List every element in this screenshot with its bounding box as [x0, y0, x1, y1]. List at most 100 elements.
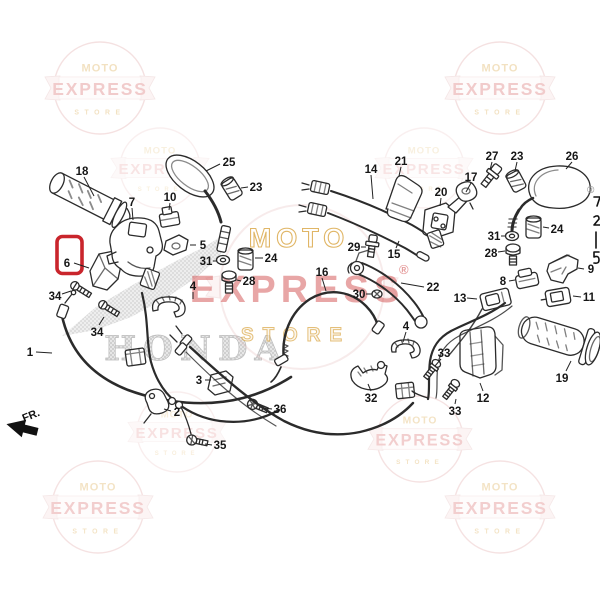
watermark-store-text: STORE [241, 325, 351, 346]
leader-line-6 [73, 262, 90, 269]
part-label-13: 13 [454, 293, 467, 305]
leader-line-33 [454, 398, 457, 405]
wire-15-drawing [298, 201, 430, 262]
clamp-4-right-drawing [390, 338, 421, 359]
leader-line-17 [465, 182, 472, 193]
stamp-moto-text: MOTO [403, 416, 438, 427]
stamp-store-text: STORE [72, 529, 123, 536]
stamp-express-text: EXPRESS [383, 161, 466, 178]
part-label-20: 20 [435, 187, 448, 199]
screw-33b-drawing [442, 378, 461, 401]
part-label-8: 8 [500, 276, 507, 288]
leader-line-34 [98, 316, 105, 326]
part-label-32: 32 [365, 393, 378, 405]
part-label-34: 34 [49, 291, 62, 303]
leader-line-24 [542, 226, 550, 229]
part-label-18: 18 [76, 166, 89, 178]
leader-line-25 [205, 163, 221, 172]
part-label-21: 21 [395, 156, 408, 168]
leader-line-14 [370, 174, 374, 200]
part-label-6: 6 [64, 258, 70, 270]
leader-line-26 [565, 161, 573, 170]
clamp-2-drawing [143, 388, 170, 424]
stamp-store-text: STORE [74, 110, 125, 117]
part-label-3: 3 [196, 375, 202, 387]
part-label-12: 12 [477, 393, 490, 405]
boot-21-drawing [385, 174, 423, 223]
leader-line-35 [204, 443, 213, 446]
leader-line-21 [398, 166, 402, 177]
part-label-36: 36 [274, 404, 287, 416]
stamp-express-text: EXPRESS [452, 79, 547, 99]
part-label-10: 10 [164, 192, 177, 204]
stamp-store-text: STORE [396, 459, 444, 466]
registered-mark-icon: ® [399, 262, 409, 277]
stamp-store-text: STORE [155, 451, 200, 457]
lever-22-drawing [347, 249, 428, 329]
screw-34b-drawing [98, 299, 121, 318]
part-label-2: 2 [174, 407, 180, 419]
part-label-29: 29 [348, 242, 361, 254]
leader-line-33 [434, 358, 442, 367]
part-label-31: 31 [488, 231, 501, 243]
watermark-stamp: MOTO EXPRESS STORE [444, 460, 556, 554]
fr-arrow-icon [6, 419, 39, 438]
leader-line-8 [508, 279, 516, 282]
part-label-28: 28 [243, 276, 256, 288]
part-label-25: 25 [223, 157, 236, 169]
part-label-22: 22 [427, 282, 440, 294]
stamp-express-text: EXPRESS [52, 79, 147, 99]
part-label-27: 27 [486, 151, 499, 163]
part-label-11: 11 [583, 292, 596, 304]
center-express-watermark: MOTO EXPRESS ® STORE [190, 204, 409, 370]
leader-line-32 [367, 383, 372, 392]
switch-10-drawing [158, 205, 181, 228]
nut-30-drawing [371, 289, 383, 299]
bolt-27-drawing [480, 163, 503, 189]
bracket-5-drawing [163, 234, 189, 256]
stamp-store-text: STORE [474, 110, 525, 117]
leader-line-11 [572, 295, 582, 298]
leader-line-28 [236, 279, 242, 282]
throttle-cables-drawing [169, 325, 415, 436]
boot-24-left-drawing [237, 247, 254, 271]
bracket-3-drawing [207, 370, 234, 396]
leader-line-10 [168, 202, 171, 211]
stamp-express-text: EXPRESS [452, 498, 547, 518]
part-label-4: 4 [190, 281, 197, 293]
part-label-23: 23 [250, 182, 263, 194]
part-label-33: 33 [449, 406, 462, 418]
leader-line-4 [402, 331, 407, 343]
leader-line-15 [395, 240, 400, 249]
right-cables-drawing [394, 301, 513, 401]
boot-24-right-drawing [525, 215, 542, 239]
part-label-14: 14 [365, 164, 378, 176]
stamp-store-text: STORE [474, 529, 525, 536]
housing-12-drawing [459, 326, 504, 379]
mirror-boot-left-drawing [220, 176, 243, 201]
leader-line-18 [83, 176, 95, 197]
leader-line-36 [263, 407, 273, 410]
edge-clipped-label-fragments [593, 196, 600, 264]
part-label-5: 5 [200, 240, 207, 252]
part-label-28: 28 [485, 248, 498, 260]
part-label-7: 7 [129, 197, 135, 209]
part-label-30: 30 [353, 289, 366, 301]
stamp-moto-text: MOTO [482, 481, 519, 493]
part-label-35: 35 [214, 440, 227, 452]
leader-line-12 [479, 382, 484, 392]
leader-line-16 [321, 277, 327, 292]
part-label-34: 34 [91, 327, 104, 339]
leader-line-28 [497, 250, 506, 253]
leader-line-13 [466, 297, 478, 300]
stamp-moto-text: MOTO [408, 146, 441, 157]
part-label-15: 15 [388, 249, 401, 261]
left-switch-housing-drawing [106, 217, 164, 290]
stamp-express-text: EXPRESS [50, 498, 145, 518]
part-label-26: 26 [566, 151, 579, 163]
switch-assembly-20-drawing [422, 195, 468, 249]
stamp-moto-text: MOTO [161, 410, 194, 421]
